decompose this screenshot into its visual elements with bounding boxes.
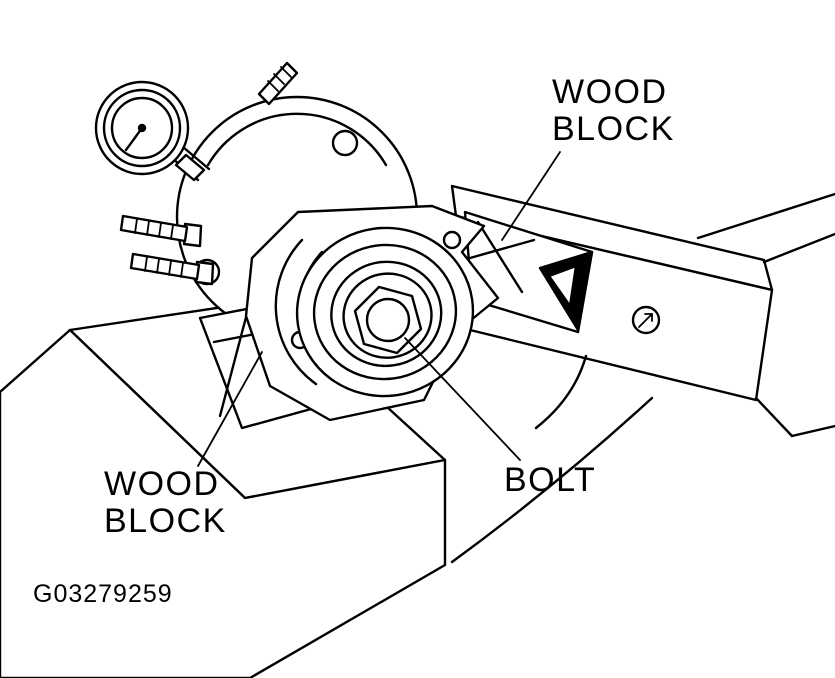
- vise-body-edge: [754, 396, 794, 438]
- gauge-needle: [124, 126, 144, 152]
- label-wood-block-bottom: WOOD BLOCK: [104, 465, 227, 540]
- vise-jaw-left-front-face: [0, 328, 447, 678]
- figure-id-text: G03279259: [33, 580, 173, 608]
- hub-bolt: [353, 285, 423, 355]
- wood-block-right: [463, 210, 594, 334]
- gauge-fitting: [174, 153, 206, 182]
- label-bolt: BOLT: [504, 461, 597, 499]
- vise-body-edge: [696, 192, 835, 240]
- orientation-mark-icon: [631, 305, 661, 335]
- leader-lines: [197, 151, 561, 467]
- flange-bolt-hole: [331, 129, 359, 157]
- hub-flange-rim: [206, 112, 388, 167]
- vise-body-edge: [762, 232, 835, 264]
- leader-wood-block-top: [501, 151, 561, 241]
- pressure-gauge: [94, 80, 211, 182]
- bolt-head-boss: [365, 297, 411, 343]
- wheel-stud-top: [257, 61, 299, 106]
- gauge-pivot: [137, 123, 147, 133]
- label-wood-block-top: WOOD BLOCK: [552, 73, 675, 148]
- leader-wood-block-bottom: [197, 351, 263, 467]
- leader-bolt: [404, 337, 521, 461]
- vise-body-edge: [790, 424, 835, 438]
- wheel-studs-left: [119, 214, 215, 286]
- bench-edges: [450, 354, 654, 564]
- stud-shaft: [119, 214, 189, 243]
- plate-ear-hole: [442, 230, 462, 250]
